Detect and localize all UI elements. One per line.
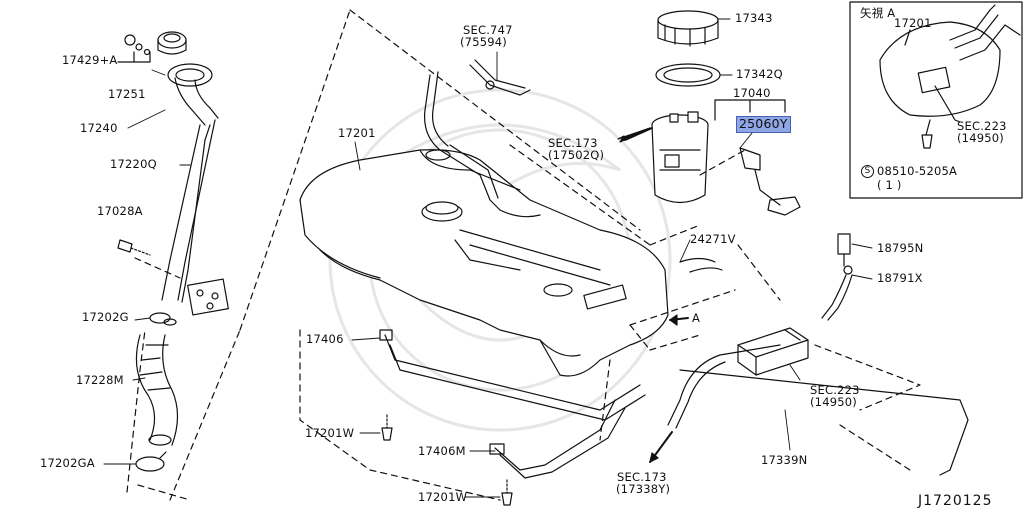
lock-ring-17343 — [657, 10, 719, 47]
label-17028a: 17028A — [97, 204, 143, 218]
label-sec747-b: (75594) — [460, 35, 507, 49]
diagram-code: J1720125 — [918, 493, 993, 509]
label-17240: 17240 — [80, 121, 118, 135]
connector-24271v — [679, 257, 723, 273]
label-sec223-a: SEC.223 — [810, 383, 860, 397]
label-17343: 17343 — [735, 11, 773, 25]
label-17201w-1: 17201W — [305, 426, 355, 440]
label-18791x: 18791X — [877, 271, 923, 285]
canister-box — [737, 327, 809, 376]
filler-neck-tube — [161, 77, 229, 316]
label-sec223-b: (14950) — [810, 395, 857, 409]
label-24271v: 24271V — [690, 232, 736, 246]
label-17220q: 17220Q — [110, 157, 157, 171]
label-17406m: 17406M — [418, 444, 466, 458]
label-17201: 17201 — [338, 126, 376, 140]
label-17342q: 17342Q — [736, 67, 783, 81]
bracket-lines-17040 — [714, 99, 786, 121]
inset-panel — [849, 1, 1023, 199]
inset-screw-symbol: S — [861, 165, 874, 178]
hose-18791x — [821, 274, 853, 321]
inset-label-17201: 17201 — [894, 16, 932, 30]
label-sec747-a: SEC.747 — [463, 23, 513, 37]
strap-17406m — [489, 399, 626, 479]
label-17406: 17406 — [306, 332, 344, 346]
label-17201w-2: 17201W — [418, 490, 468, 504]
guide-lines-bottom — [299, 329, 611, 501]
bolts-17201w — [381, 414, 513, 506]
label-view-a-arrow: A — [692, 311, 701, 325]
filler-gasket-ring — [167, 63, 213, 87]
label-17339n: 17339N — [761, 453, 808, 467]
guide-lines-left — [126, 9, 641, 501]
seal-17342q — [655, 63, 721, 87]
label-18795n: 18795N — [877, 241, 924, 255]
label-17228m: 17228M — [76, 373, 124, 387]
label-17202ga: 17202GA — [40, 456, 95, 470]
clamp-17202g — [149, 312, 177, 326]
inset-sec223-b: (14950) — [957, 131, 1004, 145]
label-sec173-bot-a: SEC.173 — [617, 470, 667, 484]
label-sec173-top-a: SEC.173 — [548, 136, 598, 150]
fuel-tank-17201 — [299, 149, 669, 377]
sender-25060y — [739, 147, 801, 216]
label-17251: 17251 — [108, 87, 146, 101]
guide-lines-right — [629, 244, 921, 471]
hose-17228m — [135, 334, 179, 446]
inset-screw-part: 08510-5205A — [877, 164, 958, 178]
label-25060y-highlighted[interactable]: 25060Y — [736, 116, 791, 133]
tube-17339n — [667, 344, 969, 476]
filler-cap — [117, 31, 187, 63]
vent-tube — [423, 71, 501, 211]
inset-screw-qty: ( 1 ) — [877, 178, 902, 192]
label-17429a: 17429+A — [62, 53, 118, 67]
clip-75594 — [469, 59, 531, 96]
arrows — [617, 127, 689, 463]
guide-lines-pump — [509, 144, 746, 246]
bolt-17028a — [117, 239, 151, 256]
label-sec173-top-b: (17502Q) — [548, 148, 605, 162]
pump-17040 — [651, 111, 709, 204]
valve-18795n — [837, 233, 853, 275]
label-17202g: 17202G — [82, 310, 129, 324]
inset-sec223-a: SEC.223 — [957, 119, 1007, 133]
label-sec173-bot-b: (17338Y) — [616, 482, 671, 496]
clamp-17202ga — [135, 451, 167, 472]
inset-view-label: 矢視 A — [860, 6, 896, 20]
label-17040: 17040 — [733, 86, 771, 100]
